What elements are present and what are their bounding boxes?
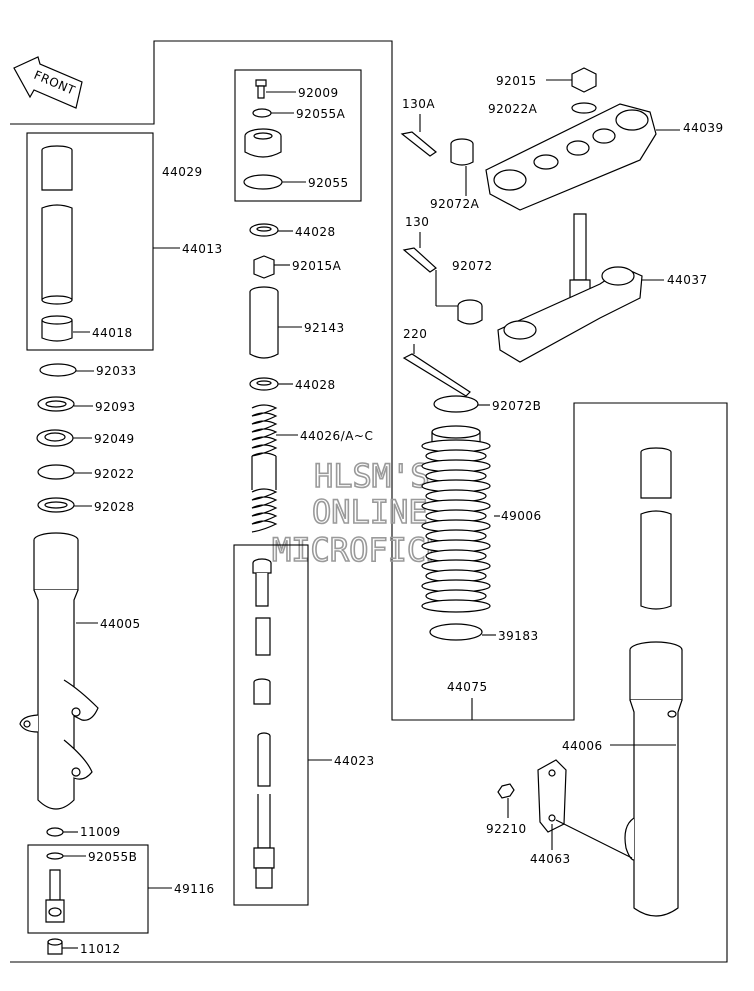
part-92055A: 92055A xyxy=(296,107,346,121)
part-92072A: 92072A xyxy=(430,197,480,211)
part-92210: 92210 xyxy=(486,822,527,836)
part-44028a: 44028 xyxy=(295,225,336,239)
part-130: 130 xyxy=(405,215,429,229)
front-arrow-icon: FRONT xyxy=(13,56,83,109)
part-92072B: 92072B xyxy=(492,399,541,413)
part-44006: 44006 xyxy=(562,739,603,753)
part-44037: 44037 xyxy=(667,273,708,287)
part-92143: 92143 xyxy=(304,321,345,335)
damper-rod-group: 44023 xyxy=(233,544,375,906)
gasket-11009: 11009 xyxy=(46,825,121,839)
part-49116: 49116 xyxy=(174,882,215,896)
part-92072: 92072 xyxy=(452,259,493,273)
part-44063: 44063 xyxy=(530,852,571,866)
part-44039: 44039 xyxy=(683,121,724,135)
part-130A: 130A xyxy=(402,97,435,111)
part-44026: 44026/A~C xyxy=(300,429,373,443)
part-44029: 44029 xyxy=(162,165,203,179)
part-49006: 49006 xyxy=(501,509,542,523)
watermark-line-2: ONLINE xyxy=(312,493,428,531)
part-44013: 44013 xyxy=(182,242,223,256)
part-92033: 92033 xyxy=(96,364,137,378)
part-44075: 44075 xyxy=(447,680,488,694)
boot-rib xyxy=(421,599,491,613)
part-92028: 92028 xyxy=(94,500,135,514)
part-92049: 92049 xyxy=(94,432,135,446)
top-cap-group: 92009 92055A 92055 xyxy=(234,69,362,202)
part-11012: 11012 xyxy=(80,942,121,956)
upper-bracket-group: 92015 92022A 130A 44039 92072A xyxy=(400,67,724,211)
bolt-11012: 11012 xyxy=(47,938,121,956)
right-fork-group: 44006 92210 44063 xyxy=(486,447,683,917)
part-11009: 11009 xyxy=(80,825,121,839)
part-92093: 92093 xyxy=(95,400,136,414)
lower-bracket-group: 130 92072 44037 220 xyxy=(402,213,708,397)
watermark-line-1: HLSM'S xyxy=(314,457,430,495)
inner-tube-group: 44029 44013 44018 xyxy=(26,132,223,351)
fork-boot-group: 92072B 49006 39183 44075 xyxy=(392,395,574,721)
part-92022: 92022 xyxy=(94,467,135,481)
part-44005: 44005 xyxy=(100,617,141,631)
part-92022A: 92022A xyxy=(488,102,538,116)
part-44018: 44018 xyxy=(92,326,133,340)
part-92015A: 92015A xyxy=(292,259,342,273)
part-92055: 92055 xyxy=(308,176,349,190)
part-220: 220 xyxy=(403,327,427,341)
seal-stack: 92033 92093 92049 92022 92028 xyxy=(36,363,137,514)
part-92009: 92009 xyxy=(298,86,339,100)
part-92055B: 92055B xyxy=(88,850,137,864)
outer-tube-left: 44005 xyxy=(19,532,141,810)
drain-bolt-group: 92055B 49116 xyxy=(27,844,215,934)
part-39183: 39183 xyxy=(498,629,539,643)
part-44023: 44023 xyxy=(334,754,375,768)
part-44028b: 44028 xyxy=(295,378,336,392)
part-92015: 92015 xyxy=(496,74,537,88)
spring-stack: 44028 92015A 92143 44028 44026/A~C xyxy=(249,223,373,533)
